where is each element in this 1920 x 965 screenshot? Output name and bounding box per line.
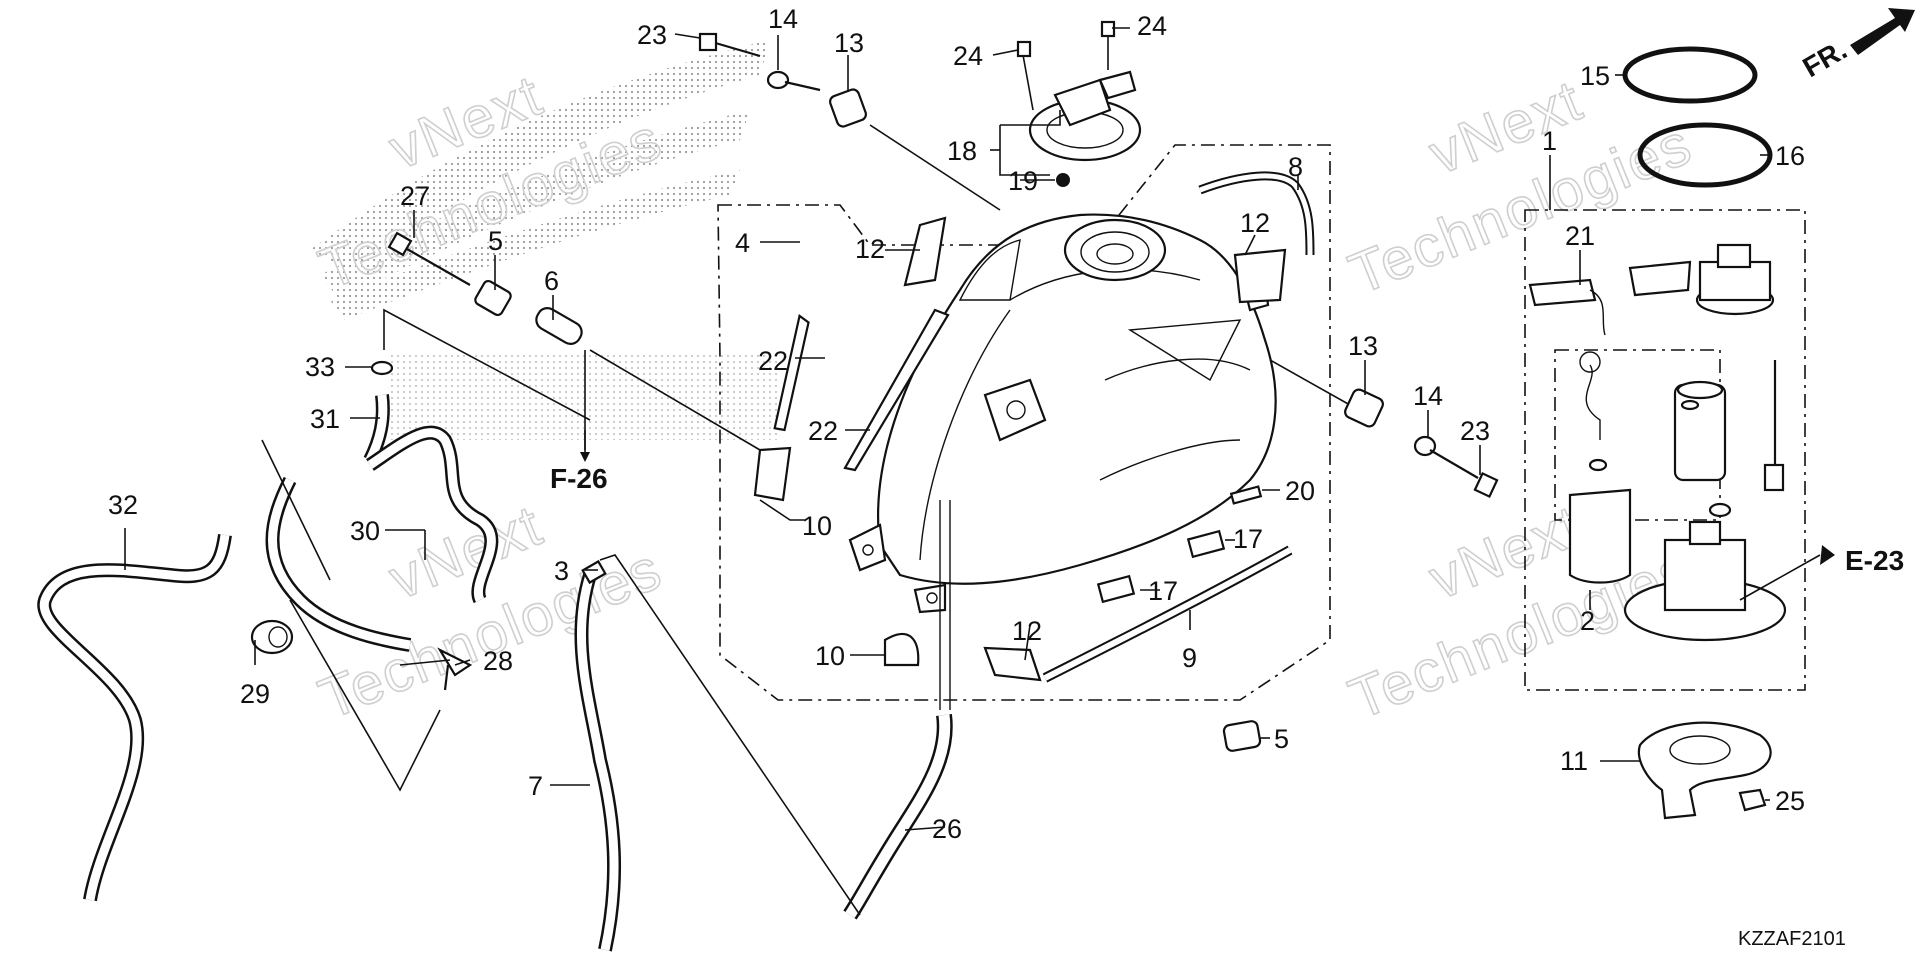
mount-bolt-23-left [698,32,1001,211]
callout-9: 9 [1182,643,1197,673]
callout-11: 11 [1560,746,1588,776]
callout-31: 31 [310,404,340,434]
callout-17: 17 [1148,576,1178,606]
hose-30 [366,425,499,604]
callout-33: 33 [305,352,335,382]
fr-label: FR. [1798,34,1853,83]
diagram-code: KZZAF2101 [1738,928,1846,950]
clip-29 [250,619,294,655]
mount-bolt-23-right [1269,359,1499,498]
callout-17: 17 [1233,524,1263,554]
callout-28: 28 [483,646,513,676]
callout-2: 2 [1580,606,1595,636]
joint-28 [437,647,473,691]
callout-12: 12 [1240,208,1270,238]
callout-23: 23 [637,20,667,50]
callout-15: 15 [1580,61,1610,91]
hose-26 [843,713,953,920]
grommet-5 [1222,720,1262,752]
nut-25 [1738,788,1767,812]
hose-31 [363,394,390,464]
front-direction-arrow: FR. [1798,8,1915,83]
pump-bracket-18 [1016,20,1142,187]
callout-1: 1 [1542,126,1557,156]
base-plate-11 [1637,721,1772,820]
pad-12 [903,216,1287,682]
callout-14: 14 [1413,381,1443,411]
callout-20: 20 [1285,476,1315,506]
ref-e23: E-23 [1845,545,1904,576]
callout-3: 3 [554,556,569,586]
callout-7: 7 [528,771,543,801]
bolt-27 [387,231,761,451]
pump-unit [1528,243,1787,642]
callout-30: 30 [350,516,380,546]
fuel-tank [848,213,1277,710]
ref-f26: F-26 [550,463,608,494]
callout-26: 26 [932,814,962,844]
callout-12: 12 [855,234,885,264]
callout-4: 4 [735,228,750,258]
callout-21: 21 [1565,221,1595,251]
callout-27: 27 [400,181,430,211]
clip-3 [581,559,607,585]
callout-29: 29 [240,679,270,709]
callout-6: 6 [544,266,559,296]
callout-14: 14 [768,4,798,34]
callout-22: 22 [758,346,788,376]
callout-18: 18 [947,136,977,166]
callout-5: 5 [1274,724,1289,754]
callout-24: 24 [1137,11,1167,41]
hose-32 [37,533,232,902]
pad-10 [753,446,920,667]
callout-12: 12 [1012,616,1042,646]
assembly-boundaries [717,144,1806,701]
leader-lines [124,27,1835,916]
callout-10: 10 [802,511,832,541]
callout-13: 13 [1348,331,1378,361]
callout-22: 22 [808,416,838,446]
cushion-20 [1229,485,1263,505]
callout-24: 24 [953,41,983,71]
callout-25: 25 [1775,786,1805,816]
hose-7 [574,572,622,952]
seal-ring-15 [1622,46,1758,104]
seal-9 [1042,545,1293,683]
callout-32: 32 [108,490,138,520]
callout-5: 5 [488,226,503,256]
callout-8: 8 [1288,152,1303,182]
pad-22 [773,308,950,472]
callout-16: 16 [1775,141,1805,171]
callout-23: 23 [1460,416,1490,446]
callouts: 23 14 13 24 24 18 19 8 12 12 4 27 5 6 33… [108,4,1805,844]
callout-10: 10 [815,641,845,671]
drain-hose [265,476,412,652]
cushion-17 [1096,529,1226,604]
overflow-hose-8 [1198,171,1315,256]
washer-33 [370,360,394,376]
callout-13: 13 [834,28,864,58]
callout-19: 19 [1008,166,1038,196]
